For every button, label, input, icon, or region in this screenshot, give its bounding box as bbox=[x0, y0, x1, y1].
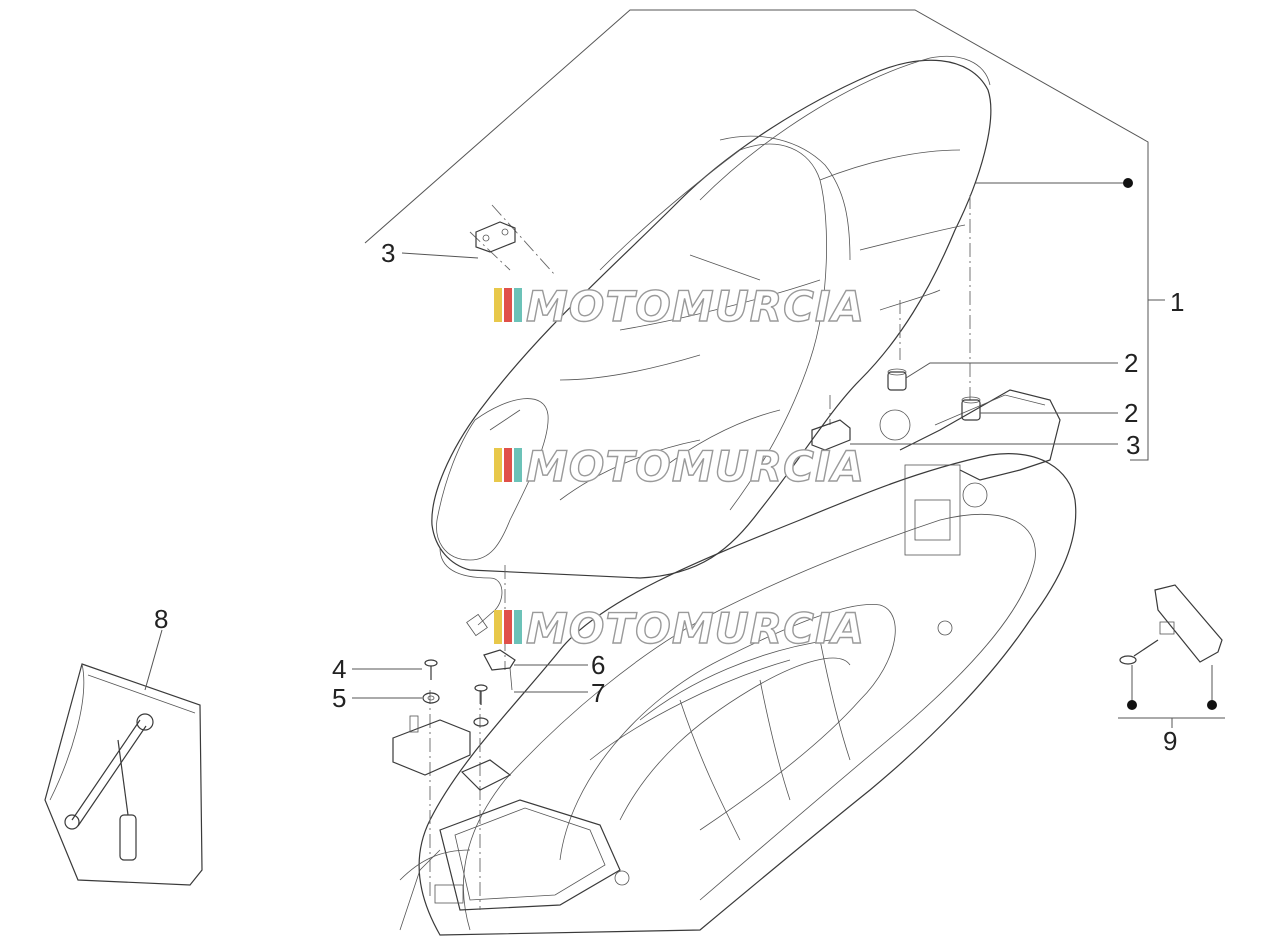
seat-lock-7 bbox=[392, 715, 512, 791]
callout-9: 9 bbox=[1163, 726, 1177, 756]
washer-5 bbox=[422, 692, 440, 704]
watermark-text: MOTOMURCIA bbox=[526, 282, 865, 331]
tapping-screw-9 bbox=[1119, 639, 1159, 665]
seat-rubber-bumper-3-top bbox=[475, 221, 516, 253]
tool-kit-bag bbox=[44, 663, 203, 886]
callout-5: 5 bbox=[332, 683, 346, 713]
callout-4: 4 bbox=[332, 654, 346, 684]
watermark-middle: MOTOMURCIA bbox=[494, 441, 865, 492]
callout-8: 8 bbox=[154, 604, 168, 634]
item-9-bracket bbox=[1118, 665, 1225, 728]
screwdriver-icon bbox=[117, 739, 137, 861]
callout-6: 6 bbox=[591, 650, 605, 680]
cover-clip-9 bbox=[1154, 584, 1223, 663]
screw-4 bbox=[424, 659, 438, 680]
wrench-icon bbox=[64, 713, 154, 830]
callout-2a: 2 bbox=[1124, 348, 1138, 378]
scooter-body-frame bbox=[399, 389, 1077, 936]
leader-lines bbox=[144, 252, 1118, 699]
rubber-stop-2a bbox=[887, 368, 907, 391]
rubber-stop-2b bbox=[961, 396, 981, 421]
seat-lock-hook-6 bbox=[483, 649, 516, 691]
watermark-text: MOTOMURCIA bbox=[526, 442, 865, 491]
seat-assembly-bracket bbox=[364, 9, 1165, 461]
watermark-bottom: MOTOMURCIA bbox=[494, 603, 865, 654]
callout-2b: 2 bbox=[1124, 398, 1138, 428]
seat-rubber-bumper-3-right bbox=[811, 419, 851, 451]
callout-3b: 3 bbox=[1126, 430, 1140, 460]
callout-7: 7 bbox=[591, 678, 605, 708]
watermark-text: MOTOMURCIA bbox=[526, 604, 865, 653]
watermark-top: MOTOMURCIA bbox=[494, 281, 865, 332]
callout-3a: 3 bbox=[381, 238, 395, 268]
seat bbox=[431, 55, 992, 637]
screw-7 bbox=[473, 684, 489, 727]
callout-1: 1 bbox=[1170, 287, 1184, 317]
